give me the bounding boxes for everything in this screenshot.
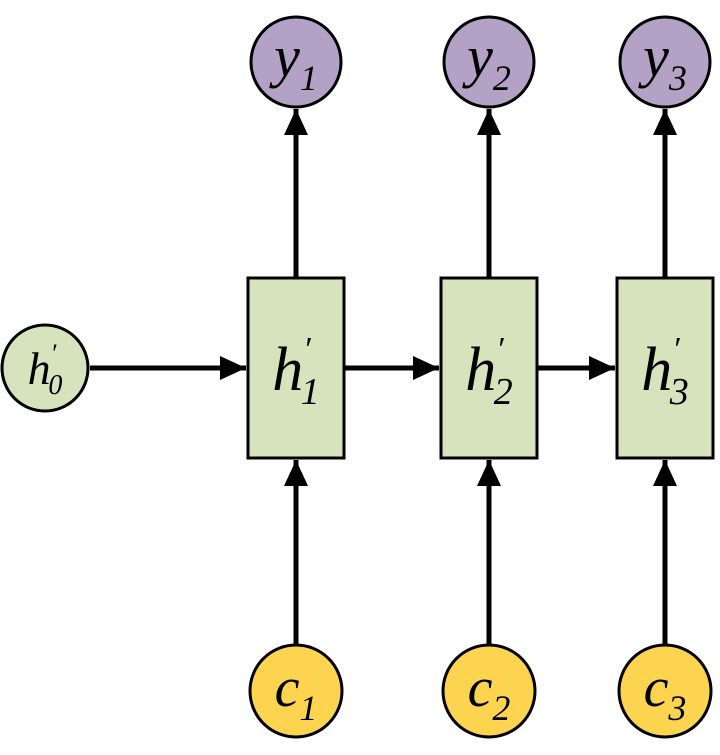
node-y2: y2 [442,15,536,109]
node-c2: c2 [441,643,537,739]
node-y3-label: y3 [638,24,687,98]
node-c1: c1 [248,643,344,739]
node-y1: y1 [249,15,343,109]
node-h3-rect [615,276,715,460]
node-h1-label: h′1 [272,331,319,413]
node-y2-label: y2 [462,24,511,98]
node-h0-circle [0,323,90,413]
node-h1: h′1 [246,276,346,460]
node-y3-circle [618,15,712,109]
node-c2-circle [441,643,537,739]
node-h3: h′3 [615,276,715,460]
node-c1-circle [248,643,344,739]
node-c3-circle [617,643,713,739]
node-y3: y3 [618,15,712,109]
node-h3-label: h′3 [641,331,688,413]
node-c3: c3 [617,643,713,739]
edges [90,109,677,645]
node-h1-rect [246,276,346,460]
node-h0-label: h′0 [28,339,63,401]
node-h2-label: h′2 [465,331,512,413]
node-c3-label: c3 [644,657,687,728]
node-y2-circle [442,15,536,109]
node-y1-label: y1 [269,24,318,98]
node-y1-circle [249,15,343,109]
node-c2-label: c2 [468,657,511,728]
node-h2: h′2 [439,276,539,460]
node-h2-rect [439,276,539,460]
node-c1-label: c1 [275,657,318,728]
node-h0: h′0 [0,323,90,413]
